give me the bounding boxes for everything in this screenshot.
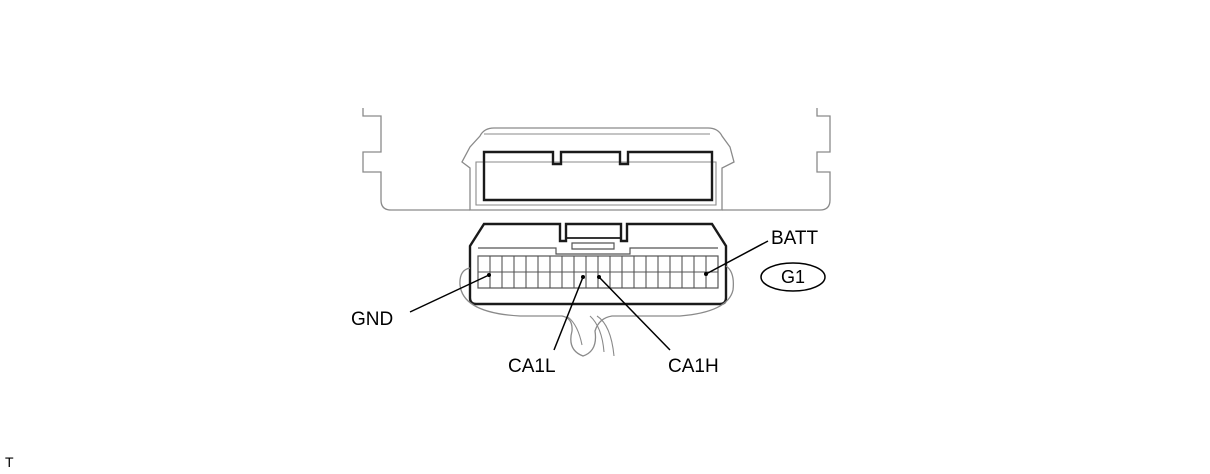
pin-label-ca1l: CA1L bbox=[508, 356, 556, 377]
ecu-connector-shell-outer bbox=[461, 127, 735, 211]
ecu-connector-shell-inner bbox=[475, 161, 717, 206]
leader-dot-gnd bbox=[487, 273, 491, 277]
corner-code: T bbox=[5, 454, 14, 470]
ecu-housing-outline bbox=[362, 108, 831, 211]
wire-harness-loop bbox=[459, 265, 734, 357]
pin-label-gnd: GND bbox=[351, 309, 394, 330]
leader-dot-ca1h bbox=[597, 275, 601, 279]
wire-harness-strand bbox=[567, 315, 615, 357]
connector-id-badge-oval bbox=[760, 262, 826, 292]
leader-dot-ca1l bbox=[581, 275, 585, 279]
terminal-grid bbox=[477, 255, 719, 289]
leader-line-ca1l bbox=[553, 276, 584, 351]
harness-connector bbox=[468, 222, 728, 306]
harness-connector-latch-bar bbox=[571, 242, 615, 250]
harness-connector-inner-lip bbox=[478, 247, 718, 255]
connector-id-badge: G1 bbox=[780, 267, 805, 287]
leader-line-batt bbox=[705, 240, 769, 275]
ecu-connector bbox=[461, 127, 735, 211]
pin-label-batt: BATT bbox=[771, 228, 819, 249]
leader-line-gnd bbox=[409, 274, 490, 313]
leader-line-ca1h bbox=[598, 276, 671, 351]
harness-connector-latch bbox=[565, 224, 622, 239]
ecu-connector-cavity bbox=[482, 150, 714, 202]
pin-label-ca1h: CA1H bbox=[668, 356, 719, 377]
leader-dot-batt bbox=[704, 272, 708, 276]
